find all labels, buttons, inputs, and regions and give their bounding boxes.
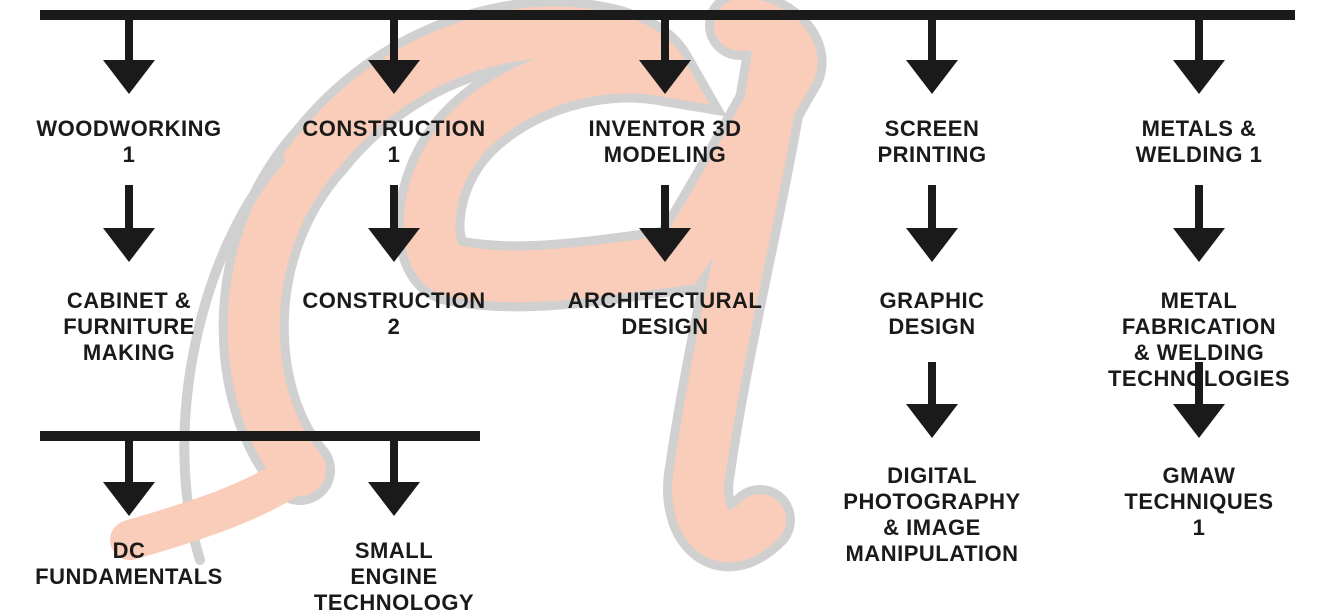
arrow-inventor-to-architectural — [639, 185, 691, 262]
course-metals-welding-1: METALS & WELDING 1 — [1135, 116, 1263, 167]
connector-lines — [40, 10, 1295, 516]
bottom-left-bar — [40, 431, 480, 441]
arrow-fabrication-to-gmaw — [1173, 362, 1225, 438]
course-graphic-design: GRAPHIC DESIGN — [879, 288, 985, 339]
course-architectural-design: ARCHITECTURAL DESIGN — [567, 288, 763, 339]
top-bar — [40, 10, 1295, 20]
arrow-top-screen-printing — [906, 18, 958, 94]
course-cabinet-furniture-making: CABINET & FURNITURE MAKING — [63, 288, 195, 365]
course-construction-2: CONSTRUCTION 2 — [302, 288, 486, 339]
arrow-metals-to-fabrication — [1173, 185, 1225, 262]
h-logo-fill-right — [672, 14, 806, 563]
arrow-top-inventor — [639, 18, 691, 94]
course-construction-1: CONSTRUCTION 1 — [302, 116, 486, 167]
course-gmaw-techniques-1: GMAW TECHNIQUES 1 — [1124, 463, 1274, 540]
arrow-top-woodworking — [103, 18, 155, 94]
arrow-top-metals — [1173, 18, 1225, 94]
arrow-woodworking-to-cabinet — [103, 185, 155, 262]
course-dc-fundamentals: DC FUNDAMENTALS — [35, 538, 223, 589]
course-metal-fabrication: METAL FABRICATION & WELDING TECHNOLOGIES — [1107, 288, 1291, 391]
arrow-graphic-to-photography — [906, 362, 958, 438]
course-inventor-3d-modeling: INVENTOR 3D MODELING — [588, 116, 742, 167]
course-digital-photography: DIGITAL PHOTOGRAPHY & IMAGE MANIPULATION — [843, 463, 1021, 566]
h-logo-fill — [227, 0, 818, 496]
course-screen-printing: SCREEN PRINTING — [877, 116, 987, 167]
arrow-bottom-small-engine — [368, 439, 420, 516]
arrow-screen-to-graphic — [906, 185, 958, 262]
h-logo-inner-fill-bottom — [110, 450, 320, 560]
arrow-top-construction — [368, 18, 420, 94]
h-logo-watermark — [110, 0, 827, 572]
course-small-engine-technology: SMALL ENGINE TECHNOLOGY — [313, 538, 475, 615]
arrow-bottom-dc — [103, 439, 155, 516]
arrow-construction1-to-construction2 — [368, 185, 420, 262]
course-woodworking-1: WOODWORKING 1 — [36, 116, 222, 167]
